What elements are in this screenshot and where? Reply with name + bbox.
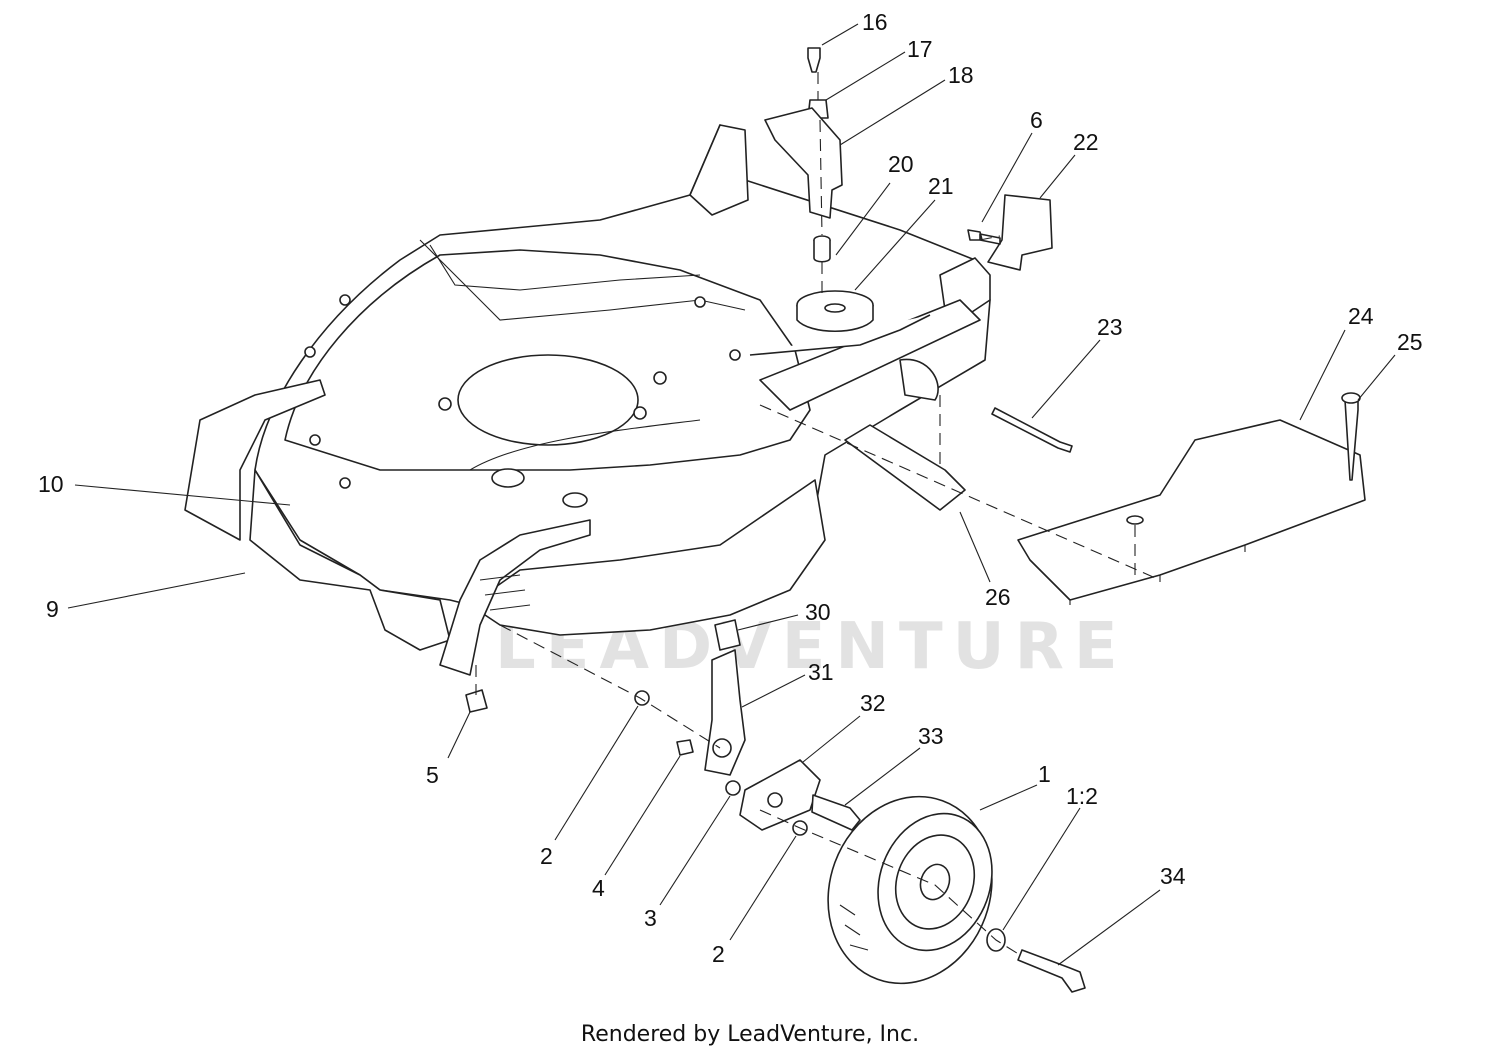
callout-16: 16 xyxy=(862,9,888,35)
bolt-33-icon xyxy=(811,794,861,831)
callout-24: 24 xyxy=(1348,303,1374,329)
callout-30: 30 xyxy=(805,599,831,625)
callout-2-upper: 2 xyxy=(540,843,553,869)
leader-lines xyxy=(67,23,1396,966)
callout-33: 33 xyxy=(918,723,944,749)
assembly-centerlines xyxy=(475,72,1161,956)
callout-1: 1 xyxy=(1038,761,1051,787)
rear-bracket-assembly xyxy=(967,194,1053,271)
callout-5: 5 xyxy=(426,762,439,788)
nut-3-icon xyxy=(725,780,741,796)
nut-5-icon xyxy=(465,689,488,713)
callout-18: 18 xyxy=(948,62,974,88)
callout-32: 32 xyxy=(860,690,886,716)
callout-9: 9 xyxy=(46,596,59,622)
callout-2-lower: 2 xyxy=(712,941,725,967)
knob-30-icon xyxy=(714,619,741,651)
mower-deck xyxy=(184,124,991,676)
deck-bolt-icons xyxy=(304,294,741,508)
front-wheel-bracket-assembly xyxy=(465,619,861,836)
callout-26: 26 xyxy=(985,584,1011,610)
callout-23: 23 xyxy=(1097,314,1123,340)
bracket-18-icon xyxy=(764,107,843,219)
bracket-22-icon xyxy=(987,194,1053,271)
bolt-4-icon xyxy=(676,739,694,756)
callout-labels: 16 17 18 20 21 6 22 23 24 25 10 9 26 30 … xyxy=(38,9,1423,967)
callout-21: 21 xyxy=(928,173,954,199)
callout-10: 10 xyxy=(38,471,64,497)
callout-22: 22 xyxy=(1073,129,1099,155)
rod-23-icon xyxy=(991,407,1073,453)
bolt-16-icon xyxy=(807,47,821,73)
footer-credit: Rendered by LeadVenture, Inc. xyxy=(580,1022,920,1047)
rear-drive-assembly xyxy=(749,290,981,511)
callout-34: 34 xyxy=(1160,863,1186,889)
height-bracket-assembly xyxy=(764,47,843,263)
washer-2-upper-icon xyxy=(634,690,650,706)
rear-cover-assembly xyxy=(1017,392,1366,605)
callout-4: 4 xyxy=(592,875,605,901)
callout-6: 6 xyxy=(1030,107,1043,133)
callout-3: 3 xyxy=(644,905,657,931)
callout-20: 20 xyxy=(888,151,914,177)
callout-1-2: 1:2 xyxy=(1066,783,1098,809)
callout-17: 17 xyxy=(907,36,933,62)
callout-31: 31 xyxy=(808,659,834,685)
front-wheel xyxy=(827,795,1086,993)
bolt-34-icon xyxy=(1017,949,1086,993)
callout-25: 25 xyxy=(1397,329,1423,355)
bolt-6-icon xyxy=(967,229,1001,245)
